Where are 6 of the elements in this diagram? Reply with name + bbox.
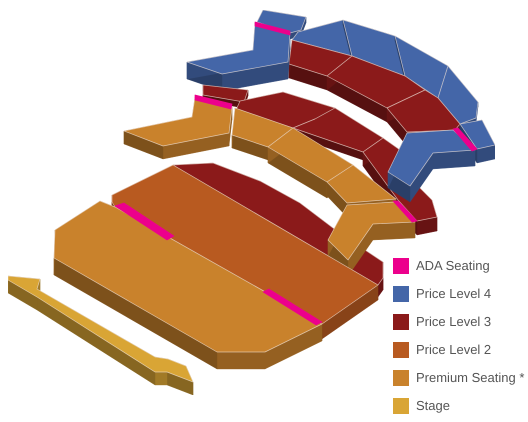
legend-label: ADA Seating	[416, 258, 490, 274]
legend-label: Price Level 2	[416, 342, 492, 358]
legend-label: Premium Seating *	[416, 370, 524, 386]
legend-label: Price Level 4	[416, 286, 492, 302]
legend-label: Price Level 3	[416, 314, 492, 330]
legend-label: Stage	[416, 398, 450, 414]
